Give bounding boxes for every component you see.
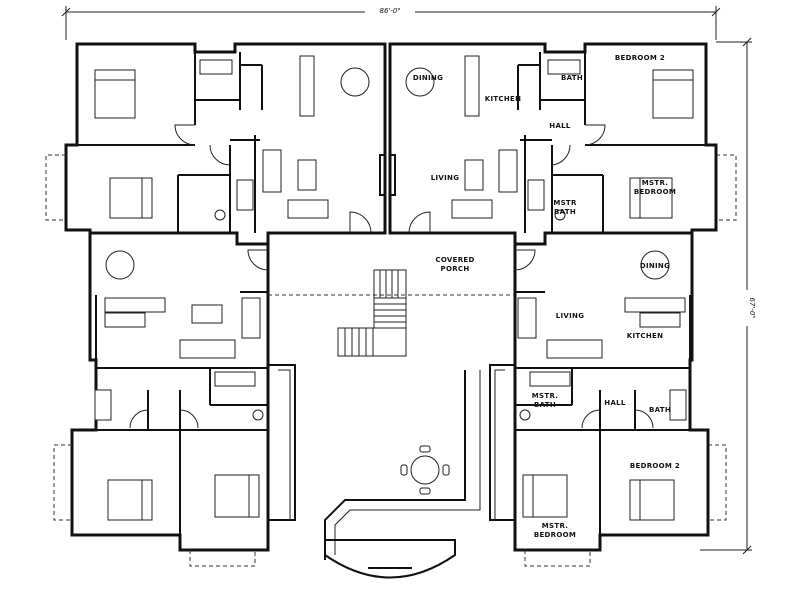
depth-label: 67'-0" — [748, 297, 756, 318]
interior-walls-upper-right — [517, 44, 706, 233]
ur-mstr-bath-label-2: BATH — [554, 208, 576, 216]
ur-hall-label: HALL — [549, 122, 571, 130]
lr-mstr-bedroom-label-1: MSTR. — [542, 522, 568, 530]
ur-kitchen-label: KITCHEN — [485, 95, 522, 103]
room-labels: COVERED PORCH BEDROOM 2 BATH DINING KITC… — [413, 54, 680, 539]
ur-mstr-bath-label-1: MSTR — [553, 199, 577, 207]
ur-bath-label: BATH — [561, 74, 583, 82]
lr-hall-label: HALL — [604, 399, 626, 407]
interior-walls-lower-left — [95, 291, 268, 550]
lr-kitchen-label: KITCHEN — [627, 332, 664, 340]
width-label: 86'-0" — [379, 7, 400, 15]
ur-mstr-bedroom-label-2: BEDROOM — [634, 188, 676, 196]
ur-bedroom-2-label: BEDROOM 2 — [615, 54, 665, 62]
bath-fixtures — [94, 59, 687, 421]
lr-bedroom-2-label: BEDROOM 2 — [630, 462, 680, 470]
kitchens — [104, 55, 686, 328]
lr-mstr-bath-label-1: MSTR. — [532, 392, 558, 400]
stair-upper — [373, 269, 407, 329]
stair-lower — [337, 327, 407, 357]
window-projections — [45, 154, 737, 567]
interior-walls-lower-right — [515, 291, 691, 550]
lr-mstr-bath-label-2: BATH — [534, 401, 556, 409]
ur-mstr-bedroom-label-1: MSTR. — [642, 179, 668, 187]
interior-walls-upper-left — [77, 44, 263, 233]
covered-porch-label-2: PORCH — [441, 265, 470, 273]
width-dimension: 86'-0" — [61, 4, 721, 40]
lr-living-label: LIVING — [556, 312, 585, 320]
exterior-walls — [64, 42, 718, 552]
central-court — [268, 269, 515, 579]
covered-porch-label-1: COVERED — [435, 256, 474, 264]
lr-mstr-bedroom-label-2: BEDROOM — [534, 531, 576, 539]
ur-dining-label: DINING — [413, 74, 443, 82]
dining-tables — [105, 67, 670, 280]
ur-living-label: LIVING — [431, 174, 460, 182]
depth-dimension: 67'-0" — [700, 37, 756, 555]
beds — [94, 69, 694, 521]
lr-dining-label: DINING — [640, 262, 670, 270]
lr-bath-label: BATH — [649, 406, 671, 414]
upper-party-wall — [379, 154, 396, 196]
court-table — [400, 445, 450, 495]
living-furniture — [179, 149, 603, 359]
door-swings — [129, 124, 654, 429]
